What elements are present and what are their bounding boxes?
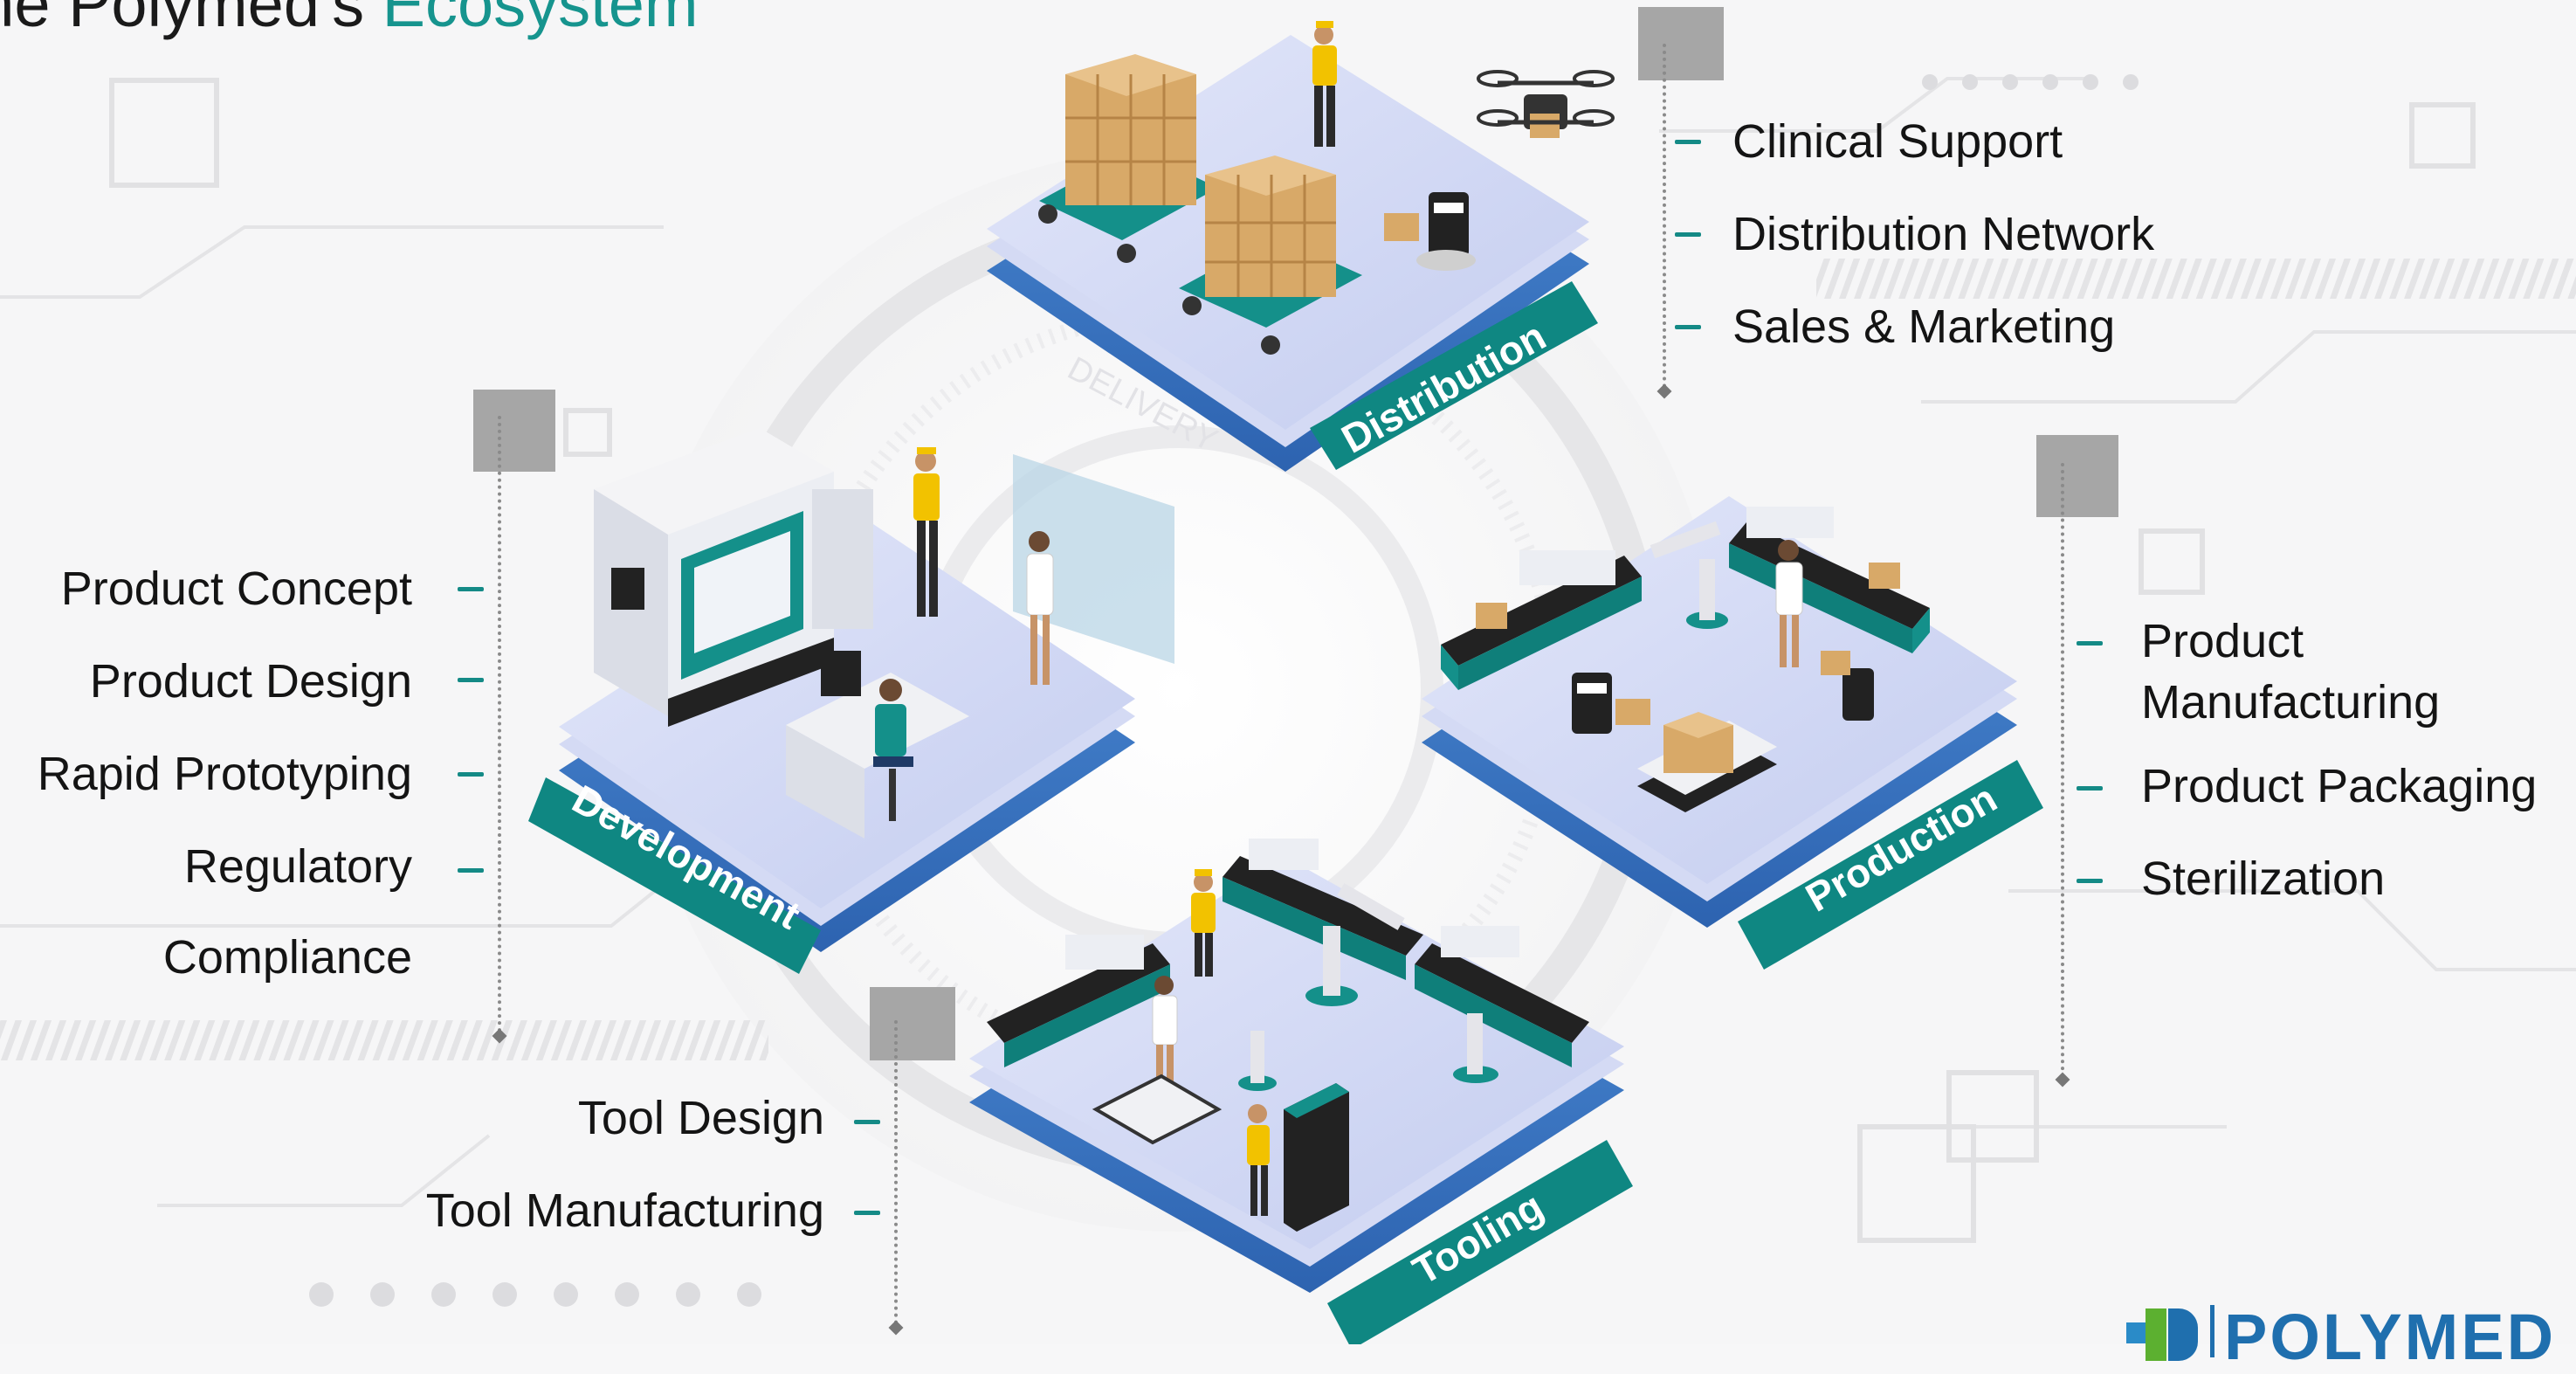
production-item-dash (2077, 641, 2103, 646)
scientist-icon (1013, 454, 1174, 685)
tooling-item-tool-manufacturing: Tool Manufacturing (425, 1184, 824, 1237)
tooling-item-dash (854, 1211, 880, 1215)
worker-icon (1152, 976, 1178, 1088)
robot-arm-icon (1453, 1013, 1498, 1083)
distribution-item-distribution-network: Distribution Network (1732, 208, 2155, 260)
box-cart-icon (1179, 155, 1362, 355)
tooling-connector (894, 1020, 898, 1324)
conveyor-icon (1441, 550, 1642, 690)
production-item-product: Product (2141, 615, 2304, 667)
worker-icon (1191, 869, 1216, 977)
production-item-dash (2077, 879, 2103, 883)
polymed-logo-text: POLYMED (2224, 1301, 2557, 1373)
delivery-robot-icon (1384, 192, 1476, 271)
distribution-marker (1638, 7, 1724, 80)
ecosystem-illustration: DELIVERY (559, 21, 2017, 1293)
development-marker (473, 390, 555, 472)
development-item-compliance: Compliance (162, 931, 412, 984)
machine-icon (594, 428, 873, 727)
development-item-regulatory: Regulatory (183, 840, 412, 893)
tooling-platform (969, 839, 1624, 1293)
page-title: The Polymed's Ecosystem (0, 0, 699, 41)
polymed-logo-mark-icon (2126, 1308, 2200, 1361)
distribution-platform: DELIVERY (987, 21, 1615, 472)
title-prefix: The Polymed's (0, 0, 365, 40)
polymed-logo: POLYMED (2126, 1300, 2576, 1373)
development-item-product-concept: Product Concept (60, 563, 412, 615)
production-item-sterilization: Sterilization (2141, 853, 2386, 905)
production-banner: Production (1738, 760, 2043, 970)
tooling-banner: Tooling (1327, 1140, 1633, 1344)
distribution-item-dash (1675, 232, 1701, 237)
drone-icon (1477, 70, 1615, 138)
development-item-dash (458, 868, 484, 873)
production-marker (2036, 435, 2118, 517)
development-item-dash (458, 678, 484, 682)
title-accent: Ecosystem (382, 0, 699, 40)
tooling-item-tool-design: Tool Design (577, 1092, 824, 1144)
box-cart-icon (1637, 712, 1777, 812)
distribution-banner-label: Distribution (1334, 313, 1553, 462)
hub-banners: Distribution Development Production Tool… (528, 281, 2043, 1344)
delivery-robot-icon (1821, 651, 1874, 721)
tooling-marker (870, 987, 955, 1060)
box-cart-icon (1038, 54, 1218, 263)
control-panel-icon (1247, 1083, 1349, 1232)
conveyor-icon (1415, 926, 1589, 1067)
distribution-item-clinical-support: Clinical Support (1732, 115, 2063, 168)
development-item-rapid-prototyping: Rapid Prototyping (37, 748, 412, 800)
worker-icon (1312, 21, 1337, 147)
development-item-product-design: Product Design (89, 655, 412, 708)
distribution-connector (1663, 44, 1666, 388)
development-item-dash (458, 587, 484, 591)
robot-arm-icon (1305, 883, 1405, 1006)
production-item-manufacturing: Manufacturing (2141, 676, 2441, 728)
production-connector (2061, 463, 2064, 1078)
robot-arm-icon (1650, 521, 1728, 629)
production-item-dash (2077, 786, 2103, 791)
production-platform (1422, 496, 2017, 928)
development-connector (498, 416, 501, 1032)
distribution-item-sales-marketing: Sales & Marketing (1732, 300, 2116, 353)
bed-icon (1092, 1074, 1223, 1145)
worker-icon (913, 447, 940, 617)
robot-arm-icon (1238, 1031, 1277, 1091)
production-item-product-packaging: Product Packaging (2141, 760, 2538, 812)
distribution-item-dash (1675, 325, 1701, 329)
development-platform (559, 428, 1174, 952)
tooling-item-dash (854, 1120, 880, 1124)
distribution-item-dash (1675, 140, 1701, 144)
worker-icon (1775, 540, 1803, 667)
development-item-dash (458, 772, 484, 777)
workstation-icon (786, 651, 969, 839)
distribution-banner: Distribution (1310, 281, 1598, 470)
delivery-robot-icon (1572, 673, 1650, 734)
conveyor-icon (987, 935, 1170, 1067)
development-banner: Development (528, 776, 821, 974)
conveyor-icon (1223, 839, 1423, 980)
